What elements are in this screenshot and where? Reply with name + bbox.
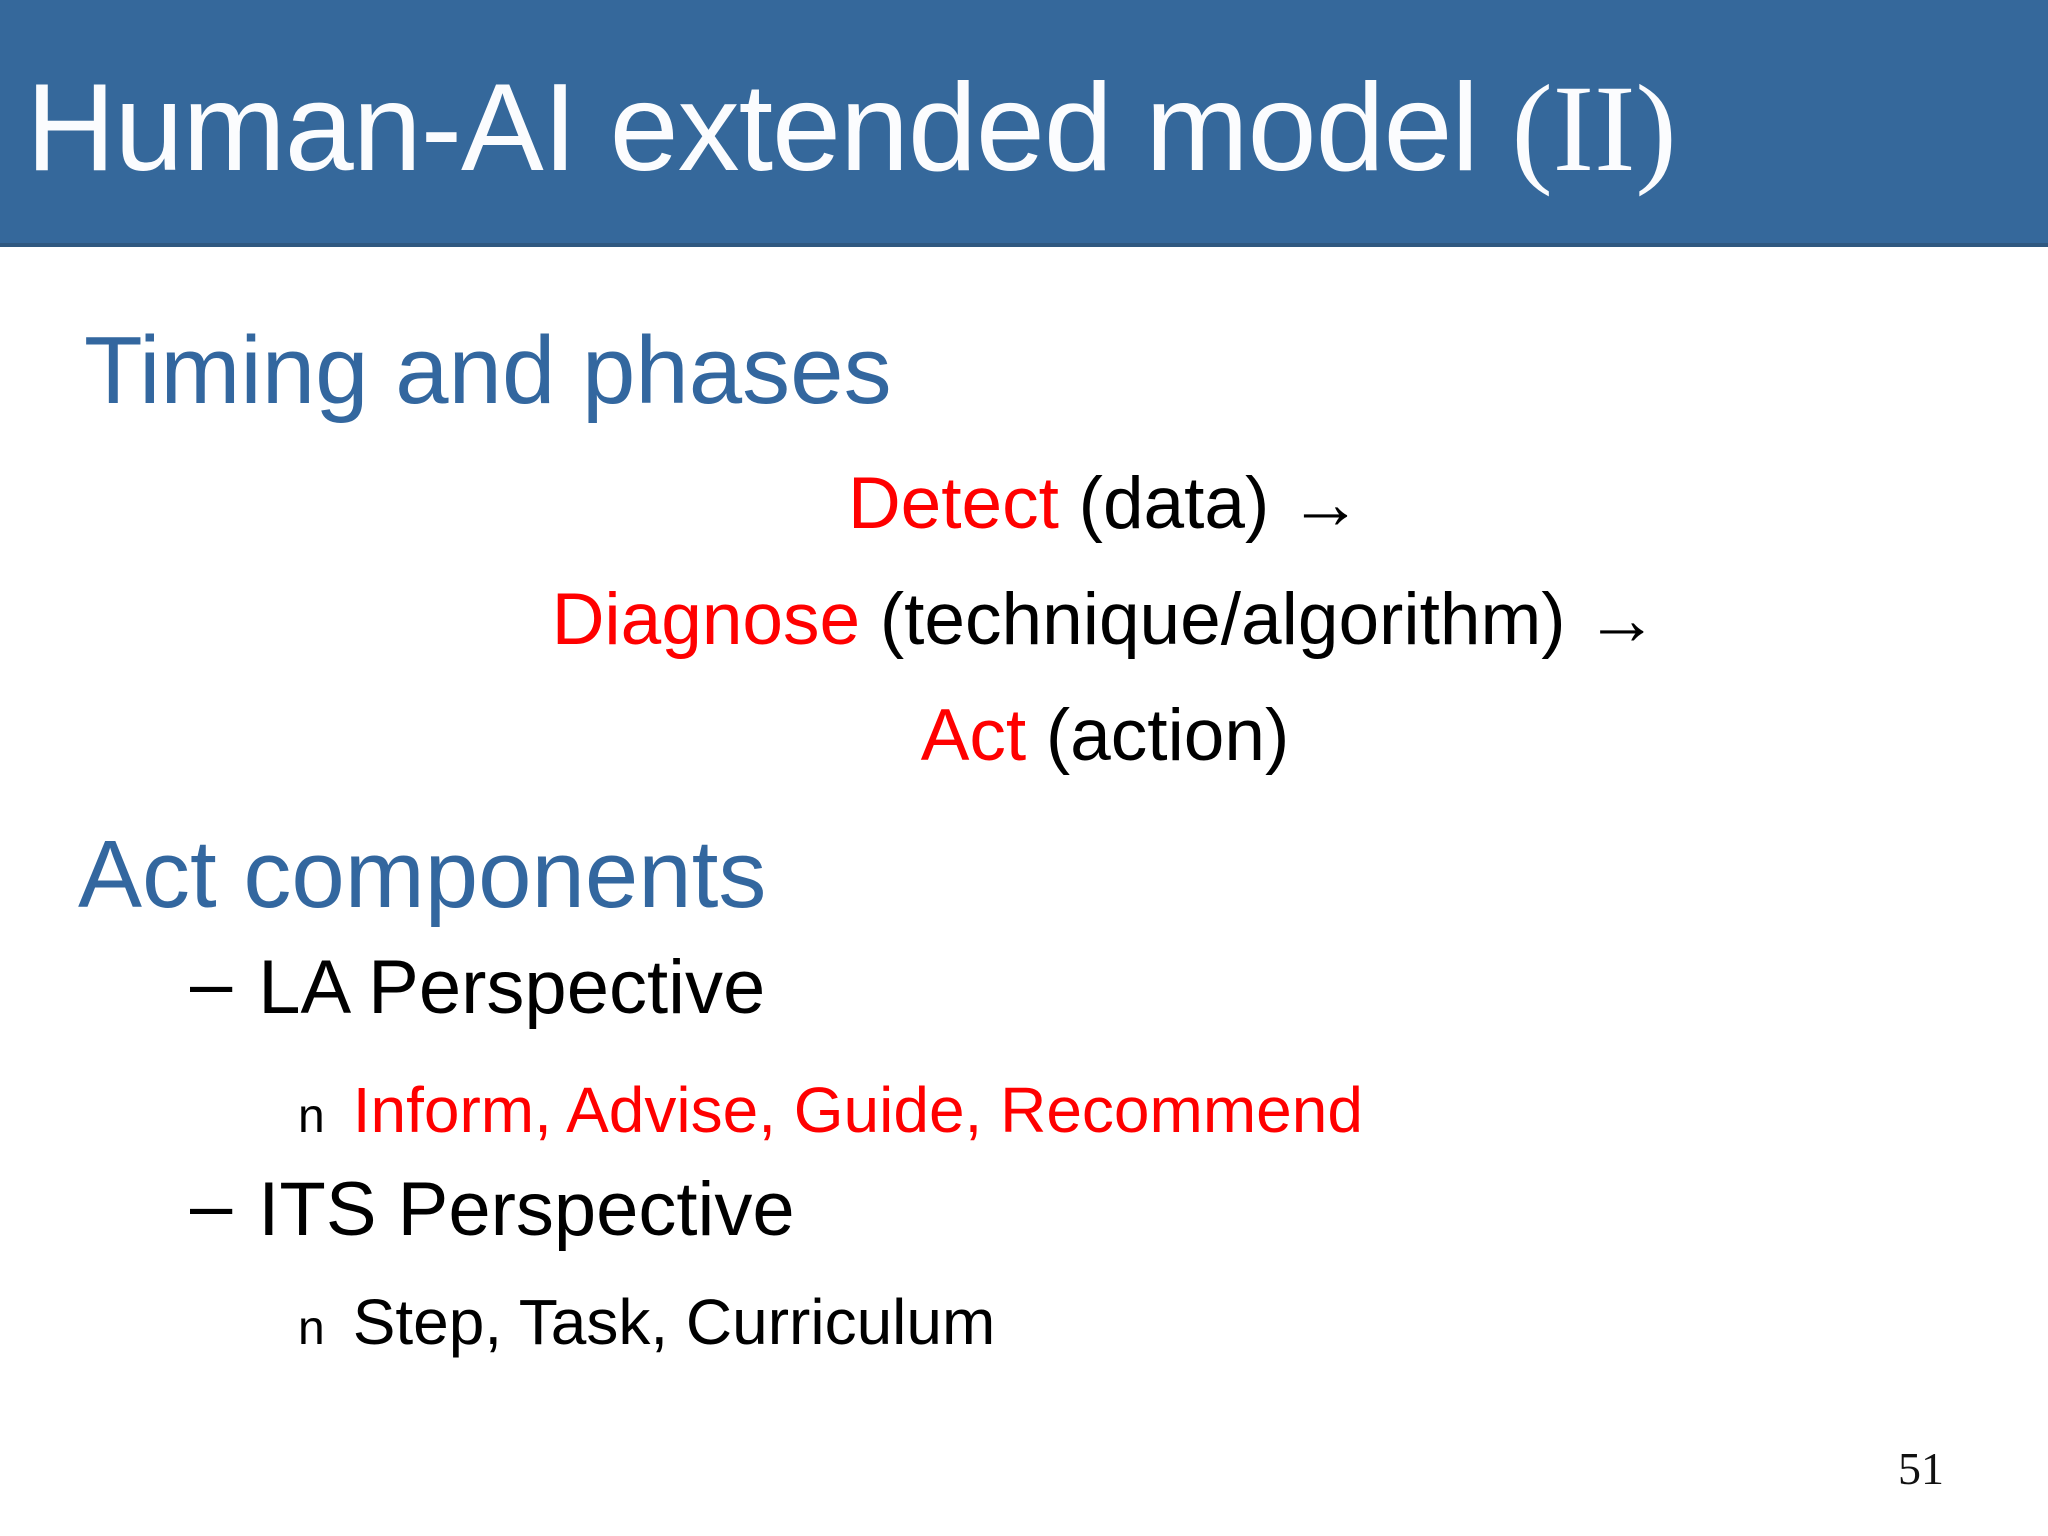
bullet-label: ITS Perspective [258, 1167, 795, 1252]
page-number: 51 [1898, 1443, 1944, 1494]
phase-detail: (technique/algorithm) [879, 579, 1566, 660]
bullet-label: Inform, Advise, Guide, Recommend [352, 1074, 1363, 1146]
dash-bullet-icon: – [190, 1163, 233, 1248]
bullet-subitem-its-actions: n Step, Task, Curriculum [298, 1286, 995, 1360]
slide-title: Human-AI extended model (II) [0, 52, 1677, 191]
phase-detail: (action) [1045, 695, 1290, 776]
bullet-item-its-perspective: –ITS Perspective [190, 1163, 795, 1253]
phase-line-act: Act(action) [162, 678, 2048, 794]
phase-keyword: Detect [847, 463, 1059, 544]
phase-detail: (data) [1078, 463, 1270, 544]
dash-bullet-icon: – [190, 941, 233, 1026]
square-bullet-icon: n [298, 1302, 325, 1355]
bullet-label: Step, Task, Curriculum [352, 1286, 996, 1358]
bullet-subitem-la-actions: n Inform, Advise, Guide, Recommend [298, 1074, 1363, 1148]
slide-title-main: Human-AI extended model [26, 59, 1512, 197]
phase-line-detect: Detect(data)→ [162, 446, 2048, 562]
bullet-item-la-perspective: –LA Perspective [190, 941, 766, 1031]
right-arrow-icon: → [1289, 463, 1363, 544]
phase-line-diagnose: Diagnose(technique/algorithm)→ [162, 562, 2048, 678]
right-arrow-icon: → [1585, 579, 1659, 660]
phases-block: Detect(data)→ Diagnose(technique/algorit… [162, 446, 2048, 794]
timing-heading: Timing and phases [84, 317, 892, 424]
phase-keyword: Diagnose [551, 579, 861, 660]
phase-keyword: Act [920, 695, 1027, 776]
square-bullet-icon: n [298, 1090, 325, 1143]
bullet-label: LA Perspective [258, 945, 766, 1030]
slide-title-suffix: (II) [1511, 60, 1677, 197]
act-components-heading: Act components [78, 821, 767, 928]
slide-header: Human-AI extended model (II) [0, 0, 2048, 247]
